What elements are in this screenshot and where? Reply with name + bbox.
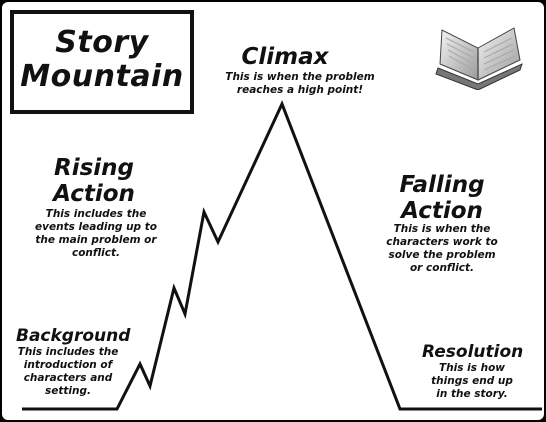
title-line-1: Story	[55, 25, 149, 60]
rising-desc-line: events leading up to	[35, 221, 157, 233]
background-description: This includes the introduction of charac…	[10, 346, 126, 398]
rising-heading-line: Action	[53, 181, 135, 207]
rising-desc-line: conflict.	[71, 247, 120, 259]
resolution-description: This is how things end up in the story.	[422, 362, 522, 401]
resolution-heading: Resolution	[422, 342, 524, 362]
rising-desc-line: the main problem or	[35, 234, 157, 246]
background-desc-line: introduction of	[23, 359, 113, 371]
background-desc-line: characters and	[23, 372, 113, 384]
resolution-desc-line: things end up	[431, 375, 513, 387]
background-desc-line: setting.	[45, 385, 91, 397]
climax-description: This is when the problem reaches a high …	[212, 71, 388, 97]
falling-desc-line: solve the problem	[388, 249, 496, 261]
title-box: Story Mountain	[10, 10, 194, 114]
climax-heading: Climax	[241, 44, 329, 70]
background-desc-line: This includes the	[17, 346, 119, 358]
falling-desc-line: characters work to	[386, 236, 498, 248]
falling-action-heading: Falling Action	[387, 172, 497, 224]
plot-path	[22, 100, 542, 411]
rising-action-heading: Rising Action	[44, 155, 144, 207]
resolution-desc-line: This is how	[438, 362, 506, 374]
rising-action-description: This includes the events leading up to t…	[26, 208, 166, 260]
falling-heading-line: Falling	[399, 172, 485, 198]
rising-desc-line: This includes the	[45, 208, 147, 220]
climax-desc-line: This is when the problem	[225, 71, 375, 83]
background-heading: Background	[16, 326, 131, 346]
falling-action-description: This is when the characters work to solv…	[374, 223, 510, 275]
climax-desc-line: reaches a high point!	[236, 84, 364, 96]
rising-heading-line: Rising	[53, 155, 134, 181]
falling-heading-line: Action	[401, 198, 483, 224]
falling-desc-line: This is when the	[393, 223, 491, 235]
open-book-icon	[435, 27, 523, 90]
title-line-2: Mountain	[20, 59, 184, 94]
resolution-desc-line: in the story.	[436, 388, 508, 400]
falling-desc-line: or conflict.	[409, 262, 475, 274]
